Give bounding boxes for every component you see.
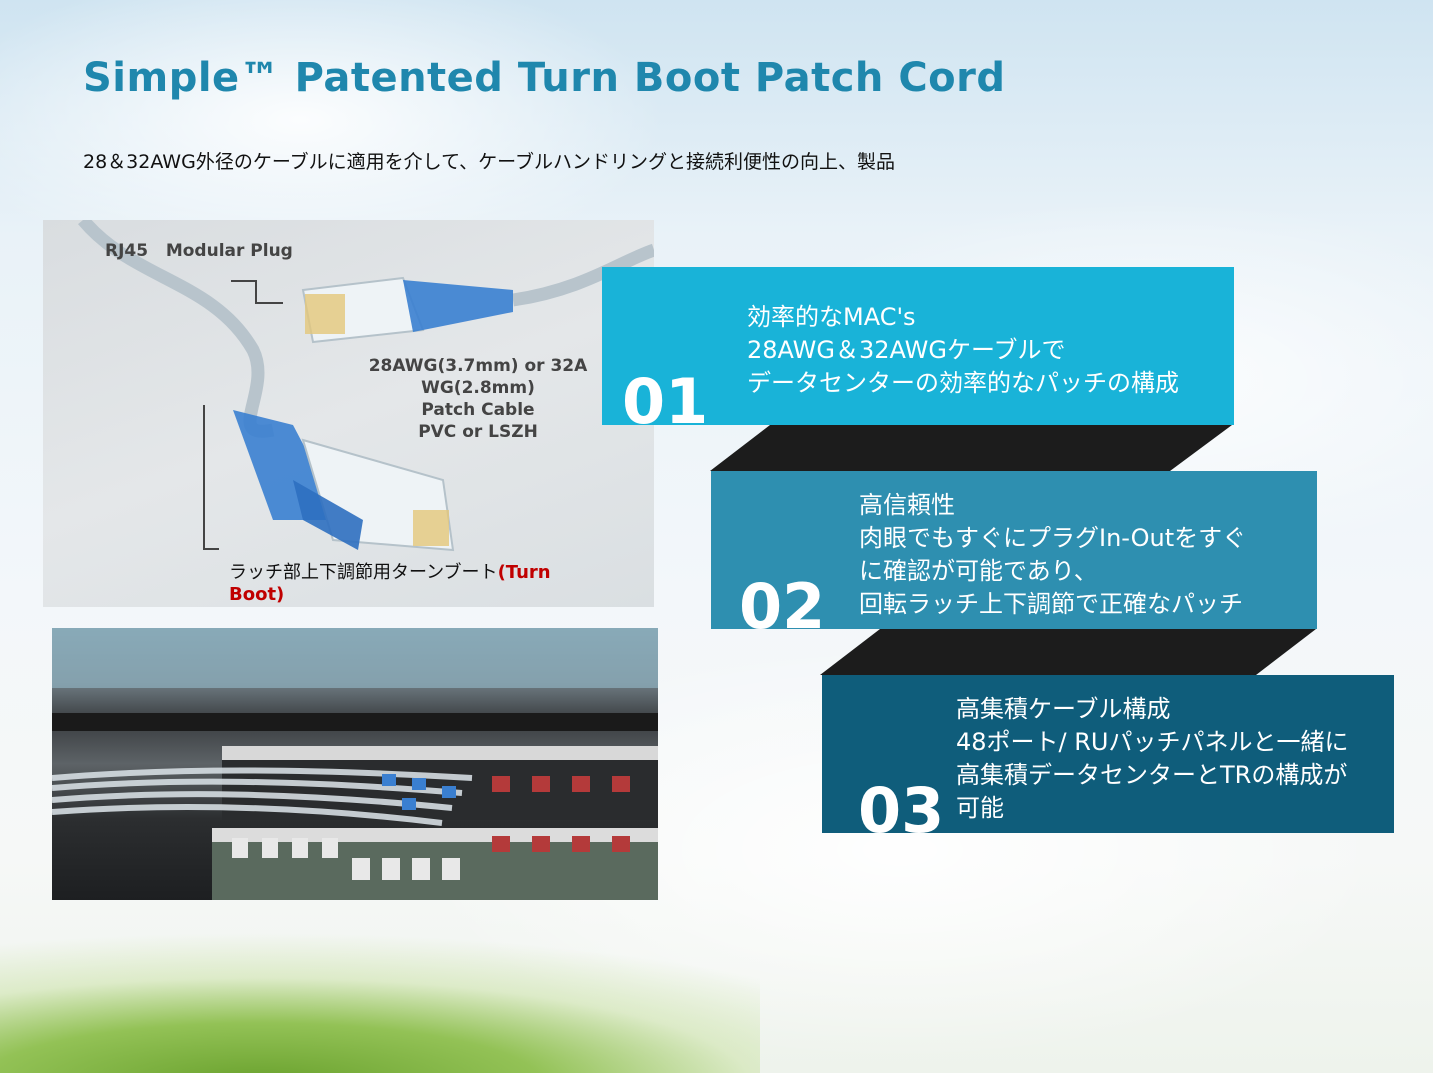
- background-grass: [0, 923, 760, 1073]
- cable-spec-line: WG(2.8mm): [421, 378, 535, 398]
- rj45-label: RJ45 Modular Plug: [105, 241, 293, 261]
- feature-line: データセンターの効率的なパッチの構成: [747, 369, 1179, 397]
- feature-box-02: 02 高信頼性 肉眼でもすぐにプラグIn-Outをすぐ に確認が可能であり、 回…: [711, 471, 1317, 629]
- feature-text: 高信頼性 肉眼でもすぐにプラグIn-Outをすぐ に確認が可能であり、 回転ラッ…: [859, 489, 1246, 621]
- page-title: Simple™ Patented Turn Boot Patch Cord: [83, 55, 1006, 101]
- patch-cord-illustration: [78, 220, 654, 552]
- feature-line: 高集積データセンターとTRの構成が: [956, 761, 1348, 789]
- feature-line: 高集積ケーブル構成: [956, 695, 1171, 723]
- boot-leader-line: [203, 405, 219, 550]
- feature-line: 効率的なMAC's: [747, 303, 916, 331]
- feature-box-03: 03 高集積ケーブル構成 48ポート/ RUパッチパネルと一緒に 高集積データセ…: [822, 675, 1394, 833]
- turn-boot-label: ラッチ部上下調節用ターンブート(Turn Boot): [229, 562, 589, 606]
- feature-connector-1: [710, 425, 1232, 471]
- patch-panel-illustration: [52, 628, 658, 900]
- rj45-leader-line: [231, 280, 257, 304]
- feature-line: 肉眼でもすぐにプラグIn-Outをすぐ: [859, 524, 1247, 552]
- feature-line: 28AWG＆32AWGケーブルで: [747, 336, 1066, 364]
- cable-spec-line: Patch Cable: [421, 400, 535, 420]
- feature-line: 可能: [956, 794, 1004, 822]
- cable-spec-line: PVC or LSZH: [418, 422, 538, 442]
- feature-line: 回転ラッチ上下調節で正確なパッチ: [859, 590, 1243, 618]
- feature-text: 効率的なMAC's 28AWG＆32AWGケーブルで データセンターの効率的なパ…: [747, 301, 1179, 400]
- feature-number: 03: [858, 774, 945, 834]
- feature-line: に確認が可能であり、: [859, 557, 1098, 585]
- feature-connector-2: [820, 629, 1316, 675]
- rj45-leader-tail: [255, 302, 283, 304]
- turn-boot-label-main: ラッチ部上下調節用ターンブート: [229, 562, 498, 583]
- feature-line: 48ポート/ RUパッチパネルと一緒に: [956, 728, 1349, 756]
- page-subtitle: 28＆32AWG外径のケーブルに適用を介して、ケーブルハンドリングと接続利便性の…: [83, 151, 896, 173]
- turn-boot-label-highlight: (Turn Boot): [229, 562, 551, 605]
- patch-panel-photo: [52, 628, 658, 900]
- feature-line: 高信頼性: [859, 491, 955, 519]
- patch-cord-photo: RJ45 Modular Plug 28AWG(3.7mm) or 32A WG…: [43, 220, 654, 607]
- cable-spec-label: 28AWG(3.7mm) or 32A WG(2.8mm) Patch Cabl…: [343, 355, 613, 443]
- feature-number: 02: [739, 570, 826, 630]
- feature-text: 高集積ケーブル構成 48ポート/ RUパッチパネルと一緒に 高集積データセンター…: [956, 693, 1349, 825]
- cable-spec-line: 28AWG(3.7mm) or 32A: [368, 356, 588, 376]
- feature-box-01: 01 効率的なMAC's 28AWG＆32AWGケーブルで データセンターの効率…: [602, 267, 1234, 425]
- feature-number: 01: [622, 365, 709, 426]
